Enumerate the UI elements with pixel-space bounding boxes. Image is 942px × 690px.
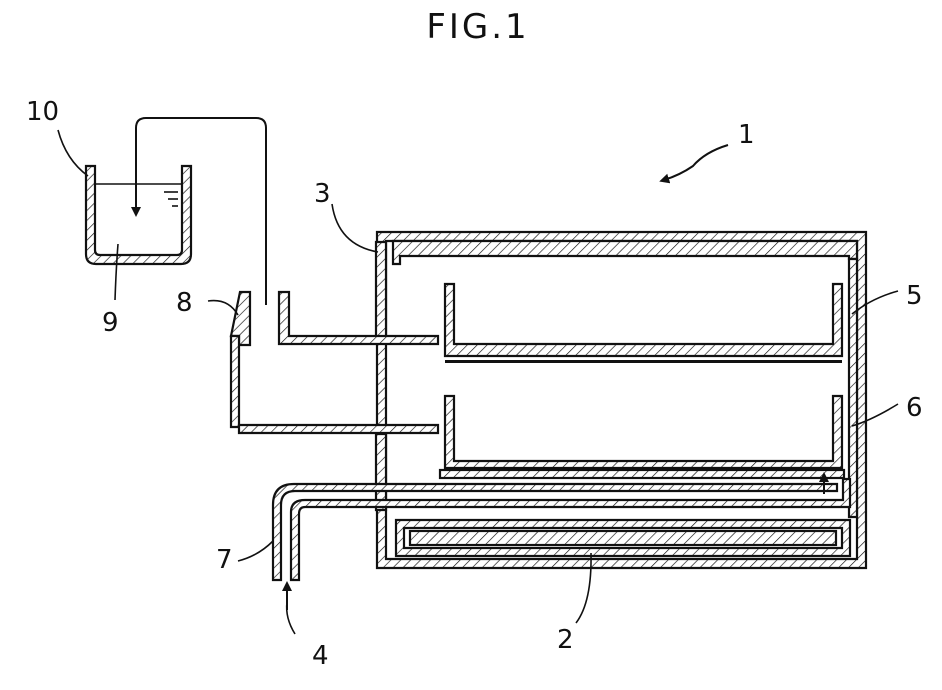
label-7: 7 [216,545,233,575]
return-line [136,118,266,305]
lower-tray [440,396,844,478]
label-6: 6 [906,393,923,423]
label-10: 10 [26,97,59,127]
leader-arrow-1 [664,145,728,180]
vent-duct [231,292,438,433]
heater [396,520,850,556]
label-1: 1 [738,120,755,150]
label-5: 5 [906,281,923,311]
figure-title: FIG.1 [426,7,529,47]
label-9: 9 [102,308,119,338]
label-2: 2 [557,625,574,655]
label-3: 3 [314,179,331,209]
beaker [86,166,191,264]
liquid-surface-marks [164,192,178,206]
label-4: 4 [312,641,329,671]
upper-tray [445,284,842,363]
label-8: 8 [176,288,193,318]
